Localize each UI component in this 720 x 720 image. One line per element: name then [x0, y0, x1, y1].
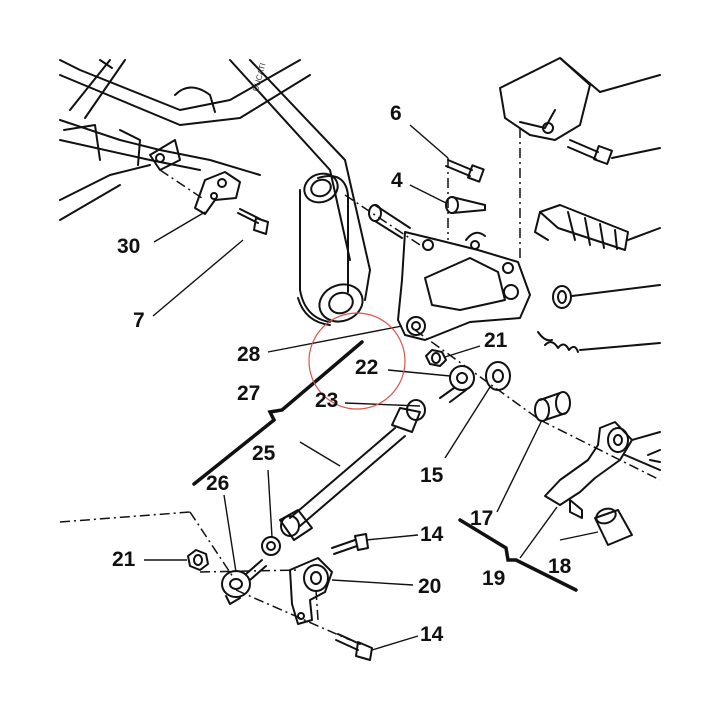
washer-and-spring: [537, 284, 661, 353]
highlight-circle: [308, 312, 406, 410]
footrest-bracket-plate: [368, 204, 531, 341]
bolt-part-6: [445, 159, 485, 183]
bushing-part-17: [534, 391, 571, 422]
callout-26: 26: [206, 472, 230, 495]
callout-22: 22: [355, 356, 379, 379]
callout-14-bottom: 14: [420, 623, 444, 646]
nut-part-21-top: [425, 349, 447, 367]
leader-lines: [144, 124, 599, 651]
callout-7: 7: [133, 309, 145, 332]
callout-17: 17: [470, 507, 494, 530]
callout-21-left: 21: [112, 548, 136, 571]
bolt-part-7: [237, 208, 269, 235]
callout-19: 19: [482, 567, 506, 590]
callout-15: 15: [420, 464, 444, 487]
callout-25: 25: [252, 442, 276, 465]
callout-28: 28: [237, 343, 261, 366]
linkage-rod-part-27: [279, 399, 426, 541]
callout-6: 6: [390, 102, 402, 125]
rod-end-part-22: [439, 365, 475, 403]
upper-right-bolt: [567, 139, 661, 165]
bolt-part-14-top: [331, 533, 369, 555]
motorcycle-frame: [59, 59, 371, 326]
washer-part-15: [485, 361, 511, 391]
callout-27: 27: [237, 382, 261, 405]
center-lines: [59, 128, 661, 641]
selector-arm-part-20: [289, 557, 333, 625]
footpeg: [534, 204, 661, 251]
assembly-braces: [192, 340, 578, 592]
shift-lever-part-19: [544, 421, 661, 519]
callout-4: 4: [391, 169, 403, 192]
nut-part-21-left: [187, 549, 209, 571]
callout-21-top: 21: [484, 329, 508, 352]
callout-20: 20: [418, 575, 442, 598]
rubber-part-18: [594, 507, 633, 546]
pin-part-4: [445, 196, 486, 214]
callout-23: 23: [315, 389, 339, 412]
bracket-part-30: [194, 171, 241, 215]
callout-18: 18: [548, 555, 572, 578]
rod-end-part-26: [221, 559, 267, 605]
upper-right-mount: [499, 57, 661, 141]
callout-30: 30: [117, 235, 141, 258]
bolt-part-14-bottom: [335, 633, 373, 661]
nut-part-25: [261, 536, 281, 556]
callout-14-top: 14: [420, 523, 444, 546]
